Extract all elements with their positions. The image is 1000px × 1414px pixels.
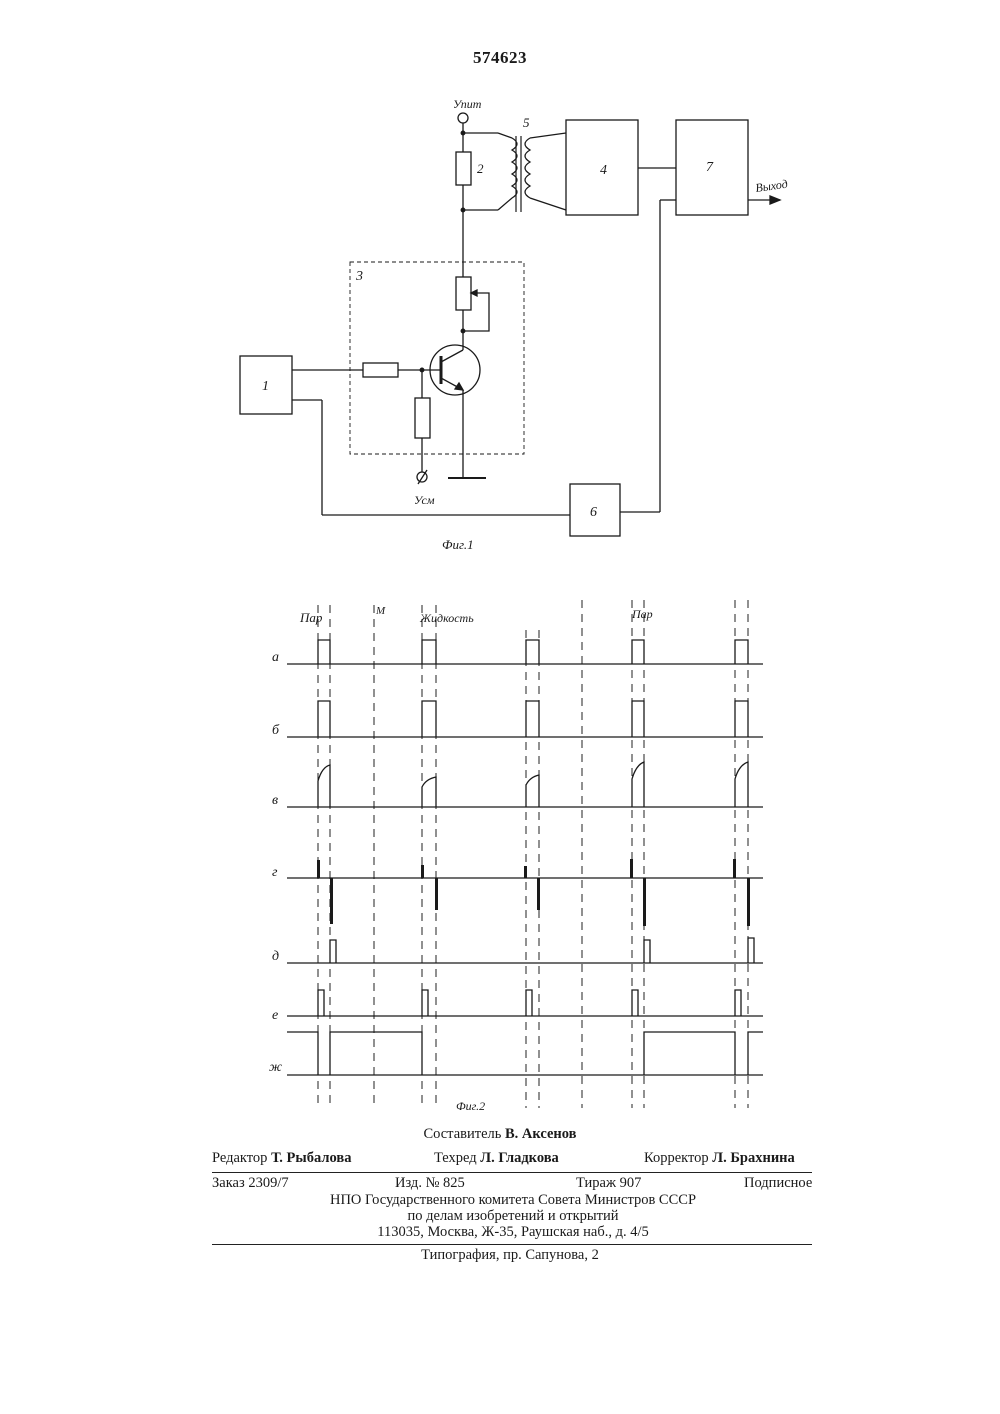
phase-label-vapor-2: Пар xyxy=(631,607,653,621)
block-3-label: 3 xyxy=(355,269,363,284)
printer-line: Типография, пр. Сапунова, 2 xyxy=(0,1247,1000,1264)
row-label-e: е xyxy=(272,1008,278,1023)
divider xyxy=(212,1244,812,1245)
org-line-2: по делам изобретений и открытий xyxy=(0,1208,1000,1225)
block-7-label: 7 xyxy=(706,160,714,175)
base-resistor xyxy=(363,363,398,377)
order-number: Заказ 2309/7 xyxy=(212,1175,289,1192)
phase-label-vapor: Пар xyxy=(299,610,323,625)
row-label-zh: ж xyxy=(269,1060,282,1075)
org-line-1: НПО Государственного комитета Совета Мин… xyxy=(0,1192,1000,1209)
fig2-caption: Фиг.2 xyxy=(456,1099,485,1113)
block-2-label: 2 xyxy=(477,161,484,176)
podpisnoe: Подписное xyxy=(744,1175,812,1192)
phase-label-liquid: Жидкость xyxy=(419,611,474,625)
fig1-caption: Фиг.1 xyxy=(442,537,474,552)
divider xyxy=(212,1172,812,1173)
output-label: Выход xyxy=(754,177,788,195)
techred-label: Техред xyxy=(434,1150,477,1166)
block-4-label: 4 xyxy=(600,163,607,178)
row-label-d: д xyxy=(272,949,279,964)
resistor-2 xyxy=(456,152,471,185)
izd-number: Изд. № 825 xyxy=(395,1175,465,1192)
compiler-label: Составитель xyxy=(423,1126,501,1142)
bias-label: Усм xyxy=(414,493,435,507)
techred-entry: Техред Л. Гладкова xyxy=(434,1150,559,1167)
supply-label: Упит xyxy=(453,97,482,111)
row-label-v: в xyxy=(272,793,278,808)
fig1-circuit-diagram: Упит 5 2 4 7 Выход 3 1 6 Усм Фиг.1 xyxy=(0,0,1000,580)
editor-name: Т. Рыбалова xyxy=(271,1150,351,1166)
block-5-label: 5 xyxy=(523,115,530,130)
tirazh: Тираж 907 xyxy=(576,1175,641,1192)
phase-label-m: М xyxy=(375,605,386,617)
block-6-label: 6 xyxy=(590,505,597,520)
editor-label: Редактор xyxy=(212,1150,267,1166)
row-label-g: г xyxy=(272,865,278,880)
corrector-entry: Корректор Л. Брахнина xyxy=(644,1150,795,1167)
org-line-3: 113035, Москва, Ж-35, Раушская наб., д. … xyxy=(0,1224,1000,1241)
row-label-b: б xyxy=(272,723,280,738)
corrector-label: Корректор xyxy=(644,1150,709,1166)
supply-terminal xyxy=(458,113,468,123)
editor-entry: Редактор Т. Рыбалова xyxy=(212,1150,351,1167)
fig2-timing-diagram: Пар М Жидкость Пар xyxy=(0,590,1000,1120)
compiler-name: В. Аксенов xyxy=(505,1126,577,1142)
transformer-5 xyxy=(498,133,517,210)
block-3-dashed xyxy=(350,262,524,454)
rheostat xyxy=(456,277,471,310)
compiler-line: Составитель В. Аксенов xyxy=(0,1126,1000,1143)
block-1-label: 1 xyxy=(262,379,269,394)
corrector-name: Л. Брахнина xyxy=(712,1150,795,1166)
row-label-a: а xyxy=(272,650,279,665)
techred-name: Л. Гладкова xyxy=(480,1150,559,1166)
bias-resistor xyxy=(415,398,430,438)
